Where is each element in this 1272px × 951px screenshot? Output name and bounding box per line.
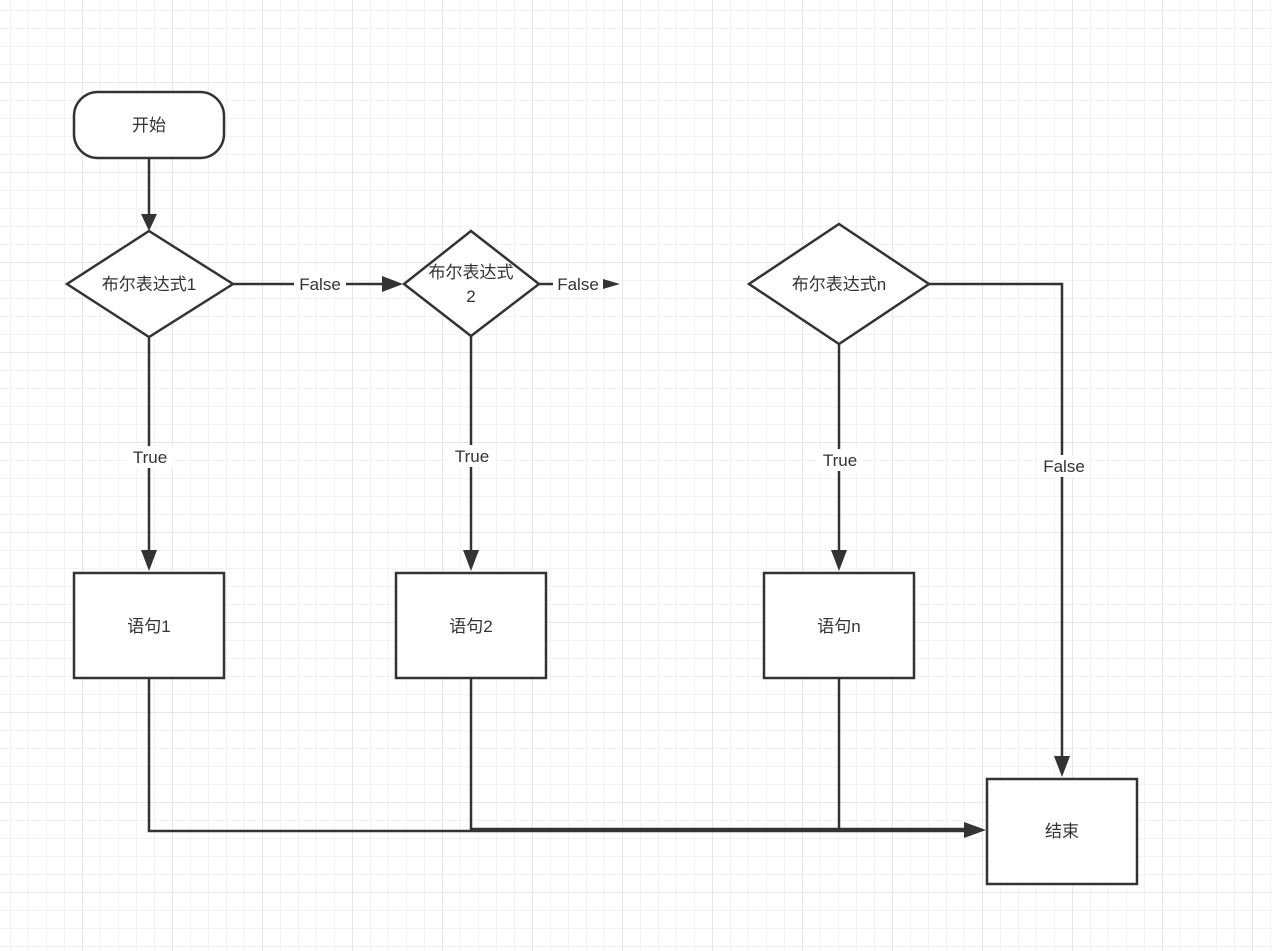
node-stmt2[interactable]: 语句2 — [394, 571, 548, 680]
arrow-head — [141, 550, 157, 571]
process-box-shape — [985, 777, 1139, 886]
node-start[interactable]: 开始 — [72, 90, 226, 160]
label-cond2-true: True — [455, 447, 489, 466]
node-cond2[interactable]: 布尔表达式 2 — [401, 229, 542, 338]
arrow-head — [603, 279, 620, 289]
cond1-label: 布尔表达式1 — [102, 275, 196, 294]
arrow-head — [463, 550, 479, 571]
process-box-shape — [762, 571, 916, 680]
label-condn-true: True — [823, 451, 857, 470]
condn-label: 布尔表达式n — [792, 275, 886, 294]
cond2-label-line1: 布尔表达式 — [429, 263, 514, 282]
arrow-head — [382, 276, 403, 292]
decision-diamond-shape — [401, 229, 542, 338]
edges — [141, 158, 1070, 838]
cond2-label-line2: 2 — [466, 287, 475, 306]
stmtn-label: 语句n — [817, 617, 860, 636]
stmt1-label: 语句1 — [127, 617, 170, 636]
edge-stmt1-to-end — [147, 678, 970, 833]
arrow-head — [141, 214, 157, 231]
node-end[interactable]: 结束 — [985, 777, 1139, 886]
process-box-shape — [394, 571, 548, 680]
label-cond1-true: True — [133, 448, 167, 467]
arrow-head — [964, 822, 986, 838]
end-label: 结束 — [1045, 822, 1079, 841]
node-cond1[interactable]: 布尔表达式1 — [64, 229, 236, 339]
node-stmt1[interactable]: 语句1 — [72, 571, 226, 680]
decision-diamond-shape — [746, 222, 932, 346]
start-label: 开始 — [132, 116, 166, 135]
arrow-head — [1054, 756, 1070, 777]
label-cond2-false: False — [557, 275, 599, 294]
node-stmtn[interactable]: 语句n — [762, 571, 916, 680]
stmt2-label: 语句2 — [449, 617, 492, 636]
label-condn-false: False — [1043, 457, 1085, 476]
decision-diamond-shape — [64, 229, 236, 339]
edge-condn-false — [929, 282, 1064, 760]
label-cond1-false: False — [299, 275, 341, 294]
start-terminator-shape — [72, 90, 226, 160]
arrow-head — [831, 550, 847, 571]
edge-labels: False False False True True True — [127, 273, 1090, 477]
node-condn[interactable]: 布尔表达式n — [746, 222, 932, 346]
process-box-shape — [72, 571, 226, 680]
